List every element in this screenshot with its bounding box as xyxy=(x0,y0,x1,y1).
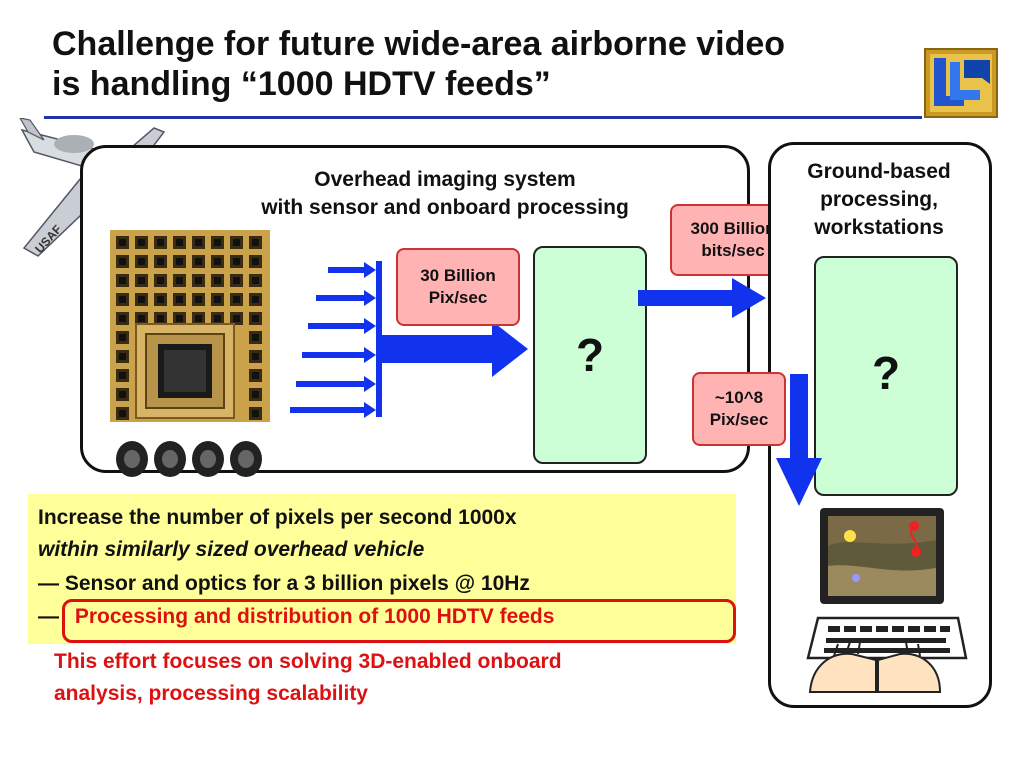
focus-note-line1: This effort focuses on solving 3D-enable… xyxy=(54,650,562,673)
right-arrow-icon xyxy=(638,278,766,318)
downlink-rate-line2: bits/sec xyxy=(701,241,765,260)
summary-line4-prefix: — xyxy=(38,605,59,628)
summary-line2: within similarly sized overhead vehicle xyxy=(38,538,425,561)
arrow-bundle-icon xyxy=(290,261,528,418)
workstation-illustration xyxy=(790,506,970,696)
display-rate-line2: Pix/sec xyxy=(709,410,769,429)
summary-line4-highlight: Processing and distribution of 1000 HDTV… xyxy=(74,605,555,628)
display-rate-badge: ~10^8 Pix/sec xyxy=(692,372,786,446)
summary-line3: — Sensor and optics for a 3 billion pixe… xyxy=(38,572,530,595)
ground-heading-line1: Ground-based xyxy=(807,160,951,183)
sensor-array-image xyxy=(110,230,270,422)
overhead-heading: Overhead imaging system with sensor and … xyxy=(200,166,690,222)
slide-title-line2: is handling “1000 HDTV feeds” xyxy=(52,65,551,103)
downlink-arrow xyxy=(636,278,768,318)
logo-icon xyxy=(924,48,998,118)
overhead-heading-line1: Overhead imaging system xyxy=(314,168,576,191)
lens-icon xyxy=(116,441,148,477)
highlight-outline xyxy=(62,599,736,643)
sensor-array-icon xyxy=(110,230,270,422)
lens-row xyxy=(114,438,274,480)
lab-logo xyxy=(924,48,998,118)
lens-icon xyxy=(192,441,224,477)
lens-icon xyxy=(154,441,186,477)
display-rate-line1: ~10^8 xyxy=(714,388,764,407)
onboard-rate-badge: 30 Billion Pix/sec xyxy=(396,248,520,326)
ground-heading: Ground-based processing, workstations xyxy=(778,158,980,242)
slide-title: Challenge for future wide-area airborne … xyxy=(52,24,785,104)
onboard-rate-line1: 30 Billion xyxy=(420,266,496,285)
ground-heading-line2: processing, xyxy=(820,188,938,211)
onboard-rate-line2: Pix/sec xyxy=(428,288,488,307)
downlink-rate-line1: 300 Billion xyxy=(690,219,776,238)
summary-line4: — Processing and distribution of 1000 HD… xyxy=(38,605,554,629)
workstation-icon xyxy=(806,508,968,693)
focus-note-line2: analysis, processing scalability xyxy=(54,682,368,705)
distribution-arrow xyxy=(776,374,822,508)
down-arrow-icon xyxy=(776,374,822,506)
input-arrows xyxy=(280,255,540,425)
onboard-processor-box: ? xyxy=(533,246,647,464)
overhead-heading-line2: with sensor and onboard processing xyxy=(261,196,629,219)
slide-title-line1: Challenge for future wide-area airborne … xyxy=(52,25,786,63)
summary-line1: Increase the number of pixels per second… xyxy=(38,506,517,529)
ground-processor-label: ? xyxy=(871,347,901,399)
summary-box: Increase the number of pixels per second… xyxy=(28,494,736,644)
ground-processor-box: ? xyxy=(814,256,958,496)
lens-icon xyxy=(230,441,262,477)
title-rule xyxy=(44,116,922,119)
onboard-processor-label: ? xyxy=(575,329,605,381)
ground-heading-line3: workstations xyxy=(814,216,944,239)
